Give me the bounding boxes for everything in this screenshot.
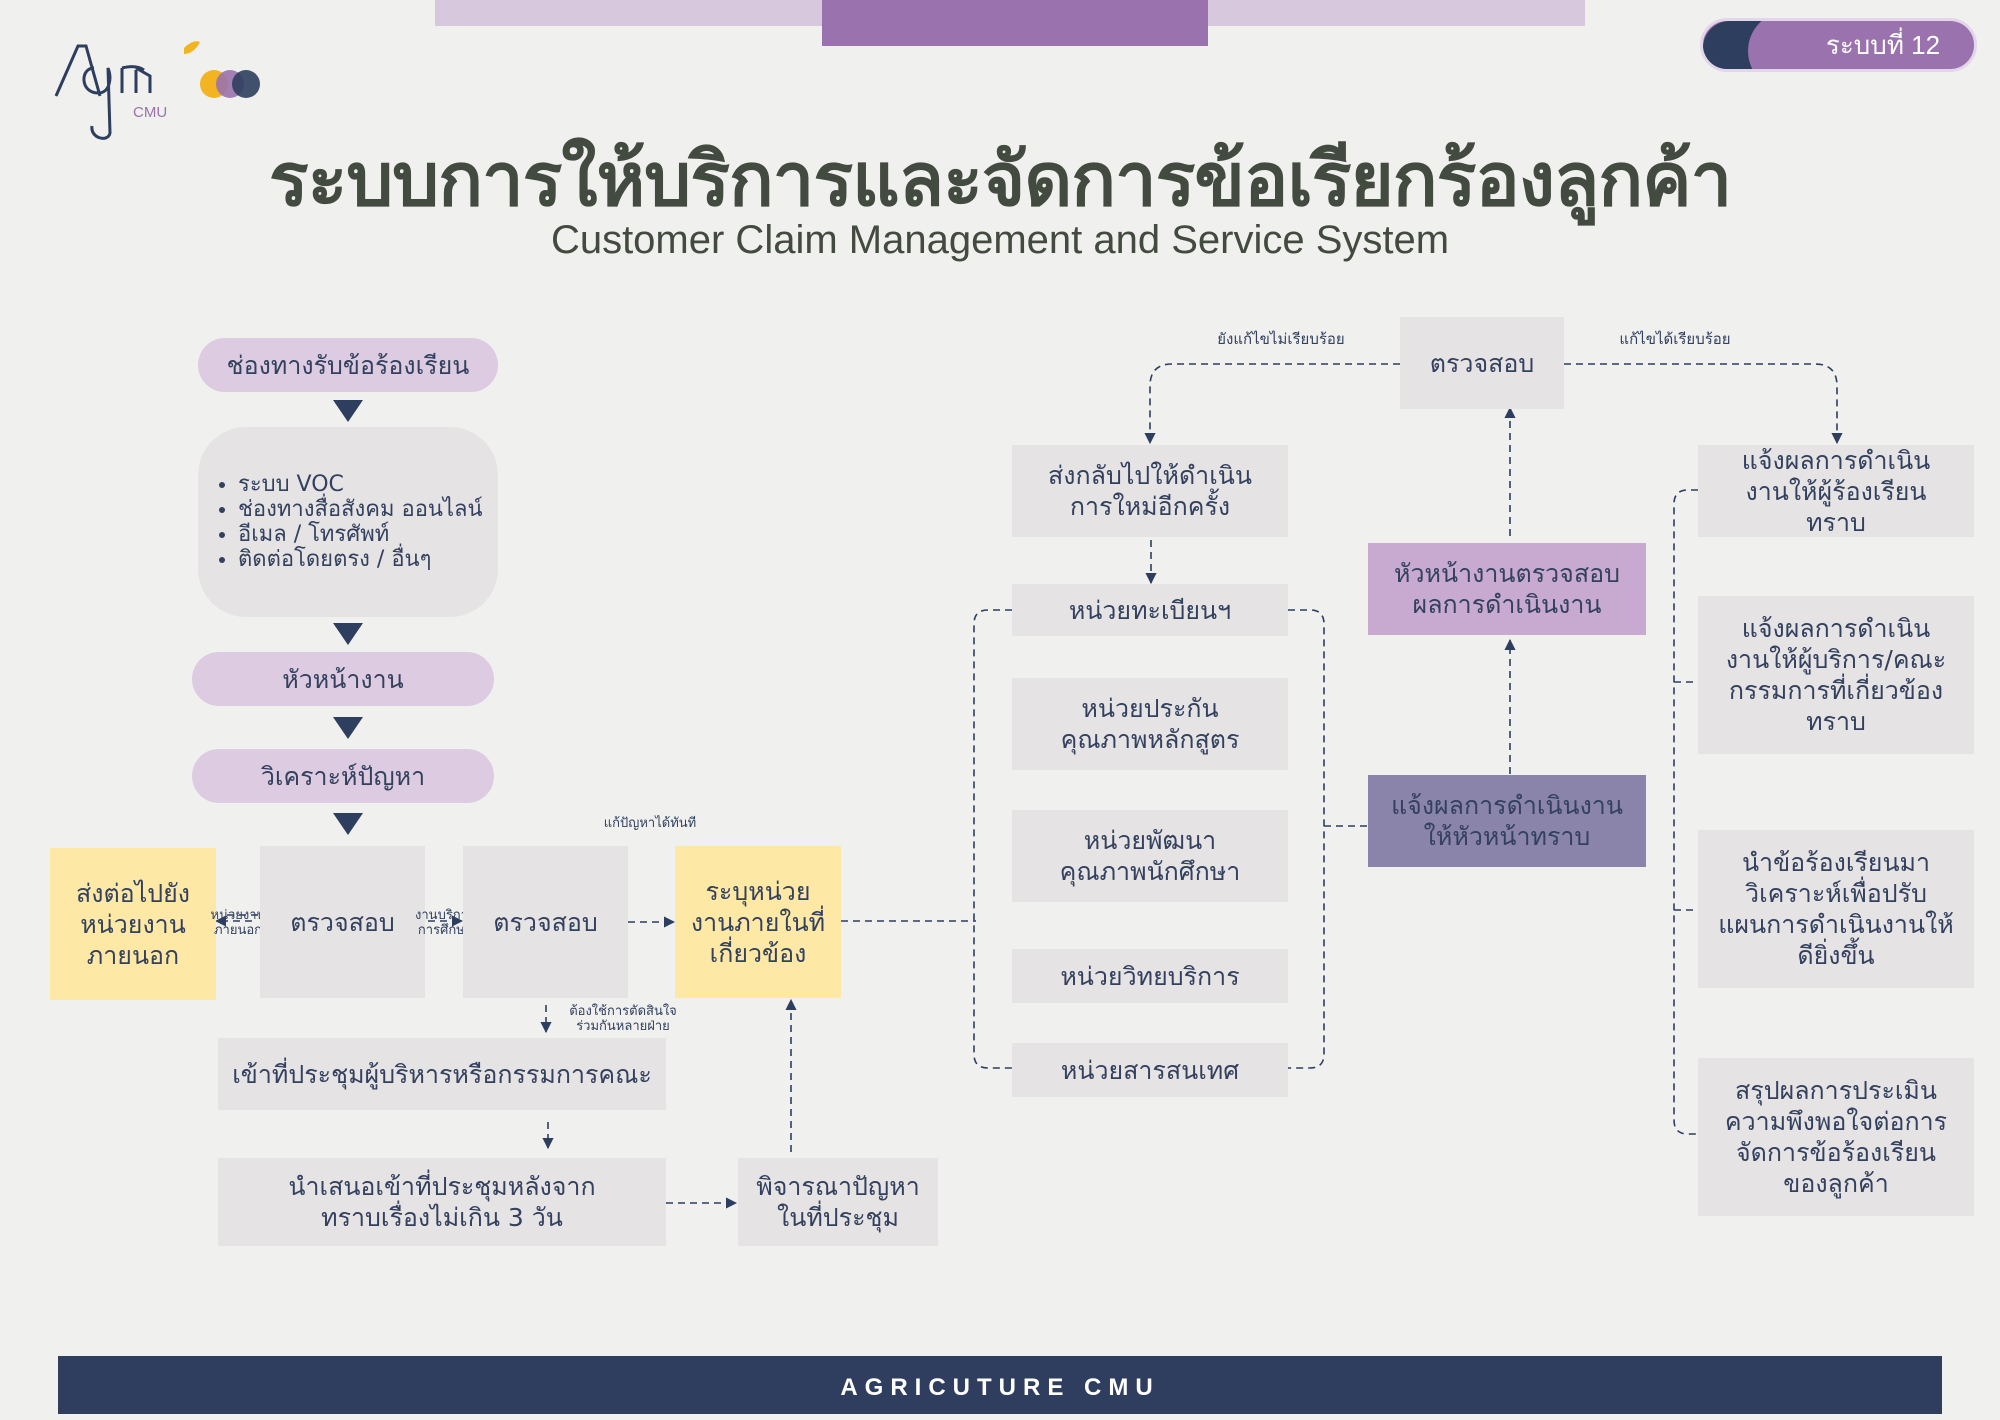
send-back-redo: ส่งกลับไปให้ดำเนินการใหม่อีกครั้ง [1012,445,1288,537]
badge-curve [1748,21,1828,69]
unit-curriculum-qa: หน่วยประกันคุณภาพหลักสูตร [1012,678,1288,770]
consider-in-meeting: พิจารณาปัญหาในที่ประชุม [738,1158,938,1246]
arrow-down-icon [333,717,363,739]
review-check: ตรวจสอบ [1400,317,1564,409]
complaint-channel: ช่องทางรับข้อร้องเรียน [198,338,498,392]
label-decision: ต้องใช้การตัดสินใจร่วมกันหลายฝ่าย [569,1004,677,1034]
system-badge: ระบบที่ 12 [1700,18,1977,72]
unit-information: หน่วยสารสนเทศ [1012,1043,1288,1097]
logo-graphic: CMU [54,41,260,140]
unit-academic-service: หน่วยวิทยบริการ [1012,949,1288,1003]
outcome-notify-complainant: แจ้งผลการดำเนินงานให้ผู้ร้องเรียนทราบ [1698,445,1974,537]
arrow-down-icon [333,813,363,835]
analyze-problem: วิเคราะห์ปัญหา [192,749,494,803]
present-meeting: นำเสนอเข้าที่ประชุมหลังจากทราบเรื่องไม่เ… [218,1158,666,1246]
label-not-done: ยังแก้ไขไม่เรียบร้อย [1217,330,1345,348]
channel-item: ช่องทางสื่อสังคม ออนไลน์ [238,497,483,522]
head-check-results: หัวหน้างานตรวจสอบผลการดำเนินงาน [1368,543,1646,635]
head-of-unit: หัวหน้างาน [192,652,494,706]
channel-item: ติดต่อโดยตรง / อื่นๆ [238,547,483,572]
outcome-improve-plan: นำข้อร้องเรียนมาวิเคราะห์เพื่อปรับแผนการ… [1698,830,1974,988]
channel-item: อีเมล / โทรศัพท์ [238,522,483,547]
check-box-1: ตรวจสอบ [260,846,425,998]
notify-head: แจ้งผลการดำเนินงานให้หัวหน้าทราบ [1368,775,1646,867]
system-badge-label: ระบบที่ 12 [1825,30,1941,60]
logo-sub: CMU [133,104,167,121]
footer-banner: AGRICUTURE CMU [58,1356,1942,1414]
label-external: หน่วยงานภายนอก [210,908,266,938]
forward-external: ส่งต่อไปยังหน่วยงานภายนอก [50,848,216,1000]
arrow-down-icon [333,400,363,422]
identify-internal-unit: ระบุหน่วยงานภายในที่เกี่ยวข้อง [675,846,841,998]
outcome-notify-committee: แจ้งผลการดำเนินงานให้ผู้บริการ/คณะกรรมกา… [1698,596,1974,754]
unit-student-development: หน่วยพัฒนาคุณภาพนักศึกษา [1012,810,1288,902]
page-title: ระบบการให้บริการและจัดการข้อเรียกร้องลูก… [268,137,1732,223]
label-solved: แก้ปัญหาได้ทันที [603,816,697,831]
top-bar-dark [822,0,1208,46]
page-subtitle: Customer Claim Management and Service Sy… [550,218,1450,262]
executive-meeting: เข้าที่ประชุมผู้บริหารหรือกรรมการคณะ [218,1038,666,1110]
outcome-satisfaction-summary: สรุปผลการประเมินความพึงพอใจต่อการจัดการข… [1698,1058,1974,1216]
agri-cmu-logo: CMU [50,38,290,143]
label-service: งานบริการการศึกษา [415,908,475,938]
channel-item: ระบบ VOC [238,472,483,497]
channel-list: ระบบ VOC ช่องทางสื่อสังคม ออนไลน์ อีเมล … [198,427,498,617]
label-done: แก้ไขได้เรียบร้อย [1619,330,1731,348]
check-box-2: ตรวจสอบ [463,846,628,998]
arrow-down-icon [333,623,363,645]
unit-registration: หน่วยทะเบียนฯ [1012,584,1288,636]
